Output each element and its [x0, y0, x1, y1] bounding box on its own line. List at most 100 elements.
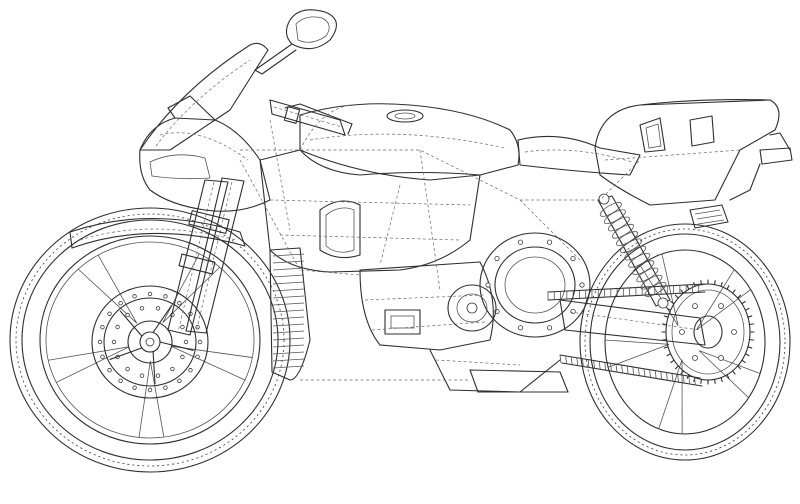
disc-hole: [132, 294, 137, 299]
chain-link: [604, 362, 607, 371]
sprocket-bolt: [718, 303, 724, 309]
sprocket-tooth: [732, 370, 736, 375]
sprocket-tooth: [674, 294, 679, 299]
sprocket-tooth: [680, 370, 684, 375]
tail-light: [729, 132, 793, 201]
radiator-fin: [272, 358, 305, 362]
fuel-tank: [299, 103, 520, 176]
cover-bolt: [570, 308, 576, 315]
sprocket-bolt: [692, 355, 698, 361]
cover-bolt: [517, 325, 524, 331]
chain-link: [570, 356, 573, 365]
rear-wheel: [579, 223, 791, 461]
sprocket-tooth: [747, 346, 753, 349]
sprocket-tooth: [670, 359, 675, 364]
disc-hole: [183, 339, 189, 345]
disc-hole: [125, 366, 130, 372]
chain-link: [587, 359, 590, 368]
disc-hole: [107, 311, 112, 316]
chain-link: [632, 366, 635, 376]
sprocket-tooth: [666, 353, 672, 357]
chain-link: [593, 360, 595, 369]
chain-link: [660, 371, 663, 380]
disc-hole: [177, 300, 182, 306]
disc-hole: [147, 291, 153, 297]
disc-hole: [132, 385, 137, 390]
sprocket-bolt: [679, 329, 685, 335]
disc-carrier-arm: [152, 350, 156, 385]
cover-bolt: [517, 239, 524, 245]
chain-link: [621, 365, 623, 374]
sprocket-tooth: [747, 315, 753, 318]
radiator-fin: [272, 253, 305, 257]
disc-hole: [195, 354, 200, 360]
radiator-fin: [272, 281, 305, 285]
frame: [239, 104, 641, 291]
rear-sprocket: [661, 279, 755, 385]
cover-bolt: [546, 325, 553, 331]
front-brake-disc: [91, 285, 209, 399]
front-fork: [167, 177, 245, 336]
chain-link: [654, 370, 657, 379]
sprocket-tooth: [748, 323, 754, 326]
sprocket-tooth: [744, 307, 750, 311]
chain-link: [615, 364, 618, 373]
sprocket-tooth: [737, 294, 742, 299]
disc-hole: [118, 378, 123, 384]
radiator-fin: [272, 260, 305, 264]
radiator-fin: [272, 365, 305, 369]
disc-hole: [111, 339, 117, 345]
disc-hole: [115, 324, 120, 330]
wheel-spoke: [48, 346, 130, 383]
chain-link: [682, 375, 685, 384]
radiator-fin: [272, 288, 305, 292]
radiator: [269, 247, 311, 381]
engine: [359, 261, 561, 393]
disc-hole: [139, 306, 145, 311]
chain-link: [559, 354, 562, 364]
chain-link: [671, 373, 674, 382]
cover-bolt: [570, 255, 576, 262]
disc-hole: [188, 368, 193, 373]
chain-link: [688, 376, 691, 385]
radiator-fin: [272, 344, 305, 348]
disc-hole: [118, 300, 123, 306]
radiator-fin: [272, 337, 305, 341]
sprocket-bolt: [731, 329, 737, 335]
disc-hole: [177, 378, 182, 384]
radiator-fin: [272, 330, 305, 334]
sprocket-tooth: [741, 359, 746, 364]
sprocket-tooth: [732, 289, 736, 294]
clutch-cover: [479, 232, 591, 338]
disc-hole: [125, 312, 130, 318]
disc-hole: [197, 339, 203, 345]
chain-link: [677, 374, 679, 383]
seat: [517, 135, 641, 176]
radiator-fin: [272, 302, 305, 306]
chain-link: [610, 363, 612, 372]
chain-link: [598, 361, 601, 370]
disc-hole: [163, 294, 168, 299]
wheel-spoke: [698, 350, 761, 398]
chain-link: [694, 377, 696, 386]
wheel-spoke: [604, 339, 670, 368]
disc-carrier-arm: [119, 310, 143, 337]
rear-shock: [597, 193, 671, 309]
radiator-fin: [272, 295, 305, 299]
radiator-fin: [272, 309, 305, 313]
disc-hole: [170, 366, 175, 372]
sprocket-tooth: [663, 315, 669, 318]
wheel-spoke: [658, 359, 683, 434]
sprocket-bolt: [718, 355, 724, 361]
mirror: [254, 9, 337, 75]
wheel-spoke: [138, 360, 165, 438]
wheel-spoke: [696, 269, 751, 330]
tail-fairing: [594, 99, 780, 206]
sprocket-bolt: [692, 303, 698, 309]
cover-bolt: [579, 282, 585, 288]
front-fender: [69, 217, 246, 249]
sprocket-tooth: [726, 285, 730, 290]
sprocket-tooth: [714, 378, 716, 384]
disc-hole: [139, 373, 145, 378]
